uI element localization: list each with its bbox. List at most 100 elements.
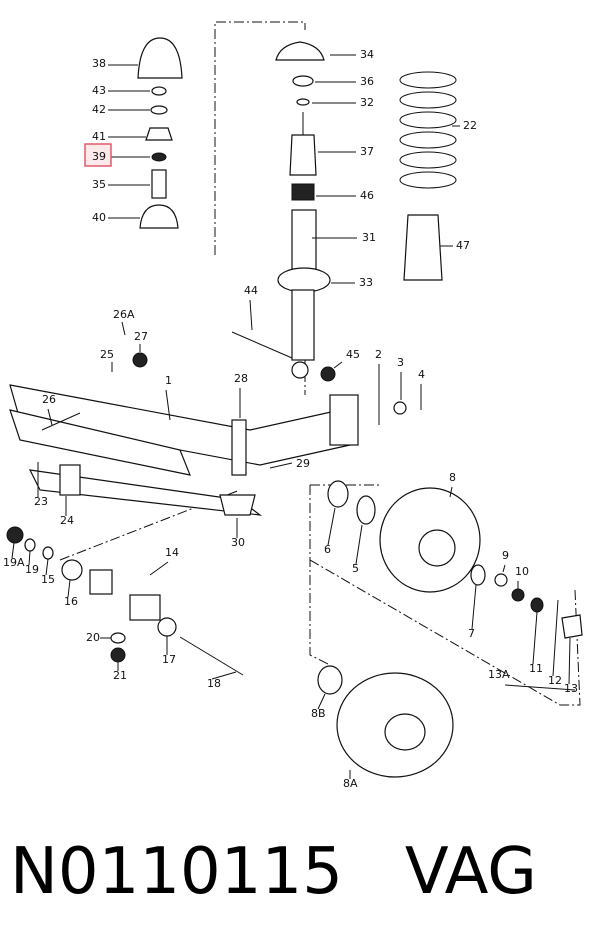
callout-21: 21 xyxy=(113,669,127,682)
leader-line-16 xyxy=(67,579,71,598)
leader-line-45 xyxy=(333,361,343,369)
callout-31: 31 xyxy=(362,231,376,244)
shock-absorber-group xyxy=(275,41,331,379)
callout-25: 25 xyxy=(100,348,114,361)
leader-line-13 xyxy=(568,637,571,685)
bearing-8B xyxy=(317,665,343,695)
spring-seat-33 xyxy=(277,267,331,293)
leader-line-11 xyxy=(532,611,538,665)
leader-line-44 xyxy=(249,299,253,331)
bracket-28 xyxy=(231,419,247,476)
callout-42: 42 xyxy=(92,103,106,116)
bump-stop-37 xyxy=(289,134,317,176)
strut-connection-line xyxy=(214,21,306,395)
lock-ring-11 xyxy=(530,597,544,613)
callout-22: 22 xyxy=(463,119,477,132)
callout-46: 46 xyxy=(360,189,374,202)
bush-24 xyxy=(59,464,81,496)
leader-line-5 xyxy=(355,524,363,565)
callout-7: 7 xyxy=(468,627,475,640)
washer-36 xyxy=(292,75,314,87)
callout-14: 14 xyxy=(165,546,179,559)
callout-37: 37 xyxy=(360,145,374,158)
callout-16: 16 xyxy=(64,595,78,608)
callout-26a: 26A xyxy=(113,308,135,321)
callout-11: 11 xyxy=(529,662,543,675)
callout-8: 8 xyxy=(449,471,456,484)
nut-45 xyxy=(320,366,336,382)
callout-36: 36 xyxy=(360,75,374,88)
callout-43: 43 xyxy=(92,84,106,97)
callout-5: 5 xyxy=(352,562,359,575)
nut-19A xyxy=(6,526,24,544)
clip-30 xyxy=(219,494,256,516)
washer-9 xyxy=(494,573,508,587)
rear-axle-beam xyxy=(9,331,359,516)
leader-line-15 xyxy=(45,558,49,576)
callout-2: 2 xyxy=(375,348,382,361)
callout-45: 45 xyxy=(346,348,360,361)
callout-29: 29 xyxy=(296,457,310,470)
upper-mount-41 xyxy=(145,127,173,141)
shock-eye xyxy=(291,361,309,379)
leader-line-18 xyxy=(211,671,237,680)
spacer-sleeve-35 xyxy=(151,169,167,199)
washer-17 xyxy=(157,617,177,637)
callout-39: 39 xyxy=(92,150,106,163)
callout-9: 9 xyxy=(502,549,509,562)
washer-15 xyxy=(42,546,54,560)
shock-body-31 xyxy=(291,209,317,271)
callout-24: 24 xyxy=(60,514,74,527)
part-number: N0110115 xyxy=(10,835,343,909)
leader-line-26 xyxy=(47,408,53,426)
bolt-44 xyxy=(231,331,293,359)
dust-cap-13 xyxy=(561,614,583,639)
rubber-buffer-cap xyxy=(137,37,183,79)
shock-lower-body xyxy=(291,289,315,361)
bolt-18 xyxy=(179,636,244,676)
washer-3 xyxy=(393,401,407,415)
leader-line-8 xyxy=(449,486,453,498)
leader-line-19 xyxy=(28,550,31,566)
leader-line-9 xyxy=(502,564,506,573)
callout-labels: 3843424139354034363222374631473326A27254… xyxy=(3,48,578,790)
nut-27 xyxy=(132,352,148,368)
ring-32 xyxy=(296,98,310,106)
rubber-bush-14 xyxy=(89,569,113,595)
callout-8a: 8A xyxy=(343,777,358,790)
leader-line-13a xyxy=(504,684,576,691)
callout-19a: 19A xyxy=(3,556,25,569)
callout-15: 15 xyxy=(41,573,55,586)
highlight-box xyxy=(84,143,112,167)
callout-19: 19 xyxy=(25,563,39,576)
callout-17: 17 xyxy=(162,653,176,666)
coil-spring-22 xyxy=(399,71,457,189)
leader-line-14 xyxy=(149,561,169,576)
brand-label: VAG xyxy=(404,835,537,909)
callout-18: 18 xyxy=(207,677,221,690)
leader-line-29 xyxy=(269,462,293,469)
bracket-14 xyxy=(129,594,161,621)
callout-27: 27 xyxy=(134,330,148,343)
washer-19 xyxy=(24,538,36,552)
callout-10: 10 xyxy=(515,565,529,578)
leader-line-6 xyxy=(327,507,336,546)
callout-4: 4 xyxy=(418,368,425,381)
washer-16 xyxy=(61,559,83,581)
strut-mount-group-left xyxy=(137,37,183,229)
dust-boot-47 xyxy=(403,214,443,281)
callout-1: 1 xyxy=(165,374,172,387)
top-mount-34 xyxy=(275,41,325,61)
washer-20 xyxy=(110,632,126,644)
callout-20: 20 xyxy=(86,631,100,644)
bearing-5 xyxy=(356,495,376,525)
collar-46 xyxy=(291,183,315,201)
leader-line-19a xyxy=(11,542,15,559)
nut-39 xyxy=(151,152,167,162)
callout-41: 41 xyxy=(92,130,106,143)
leader-line-1 xyxy=(165,389,171,421)
bearing-6 xyxy=(327,480,349,508)
callout-40: 40 xyxy=(92,211,106,224)
callout-3: 3 xyxy=(397,356,404,369)
lower-mount-40 xyxy=(139,204,179,229)
